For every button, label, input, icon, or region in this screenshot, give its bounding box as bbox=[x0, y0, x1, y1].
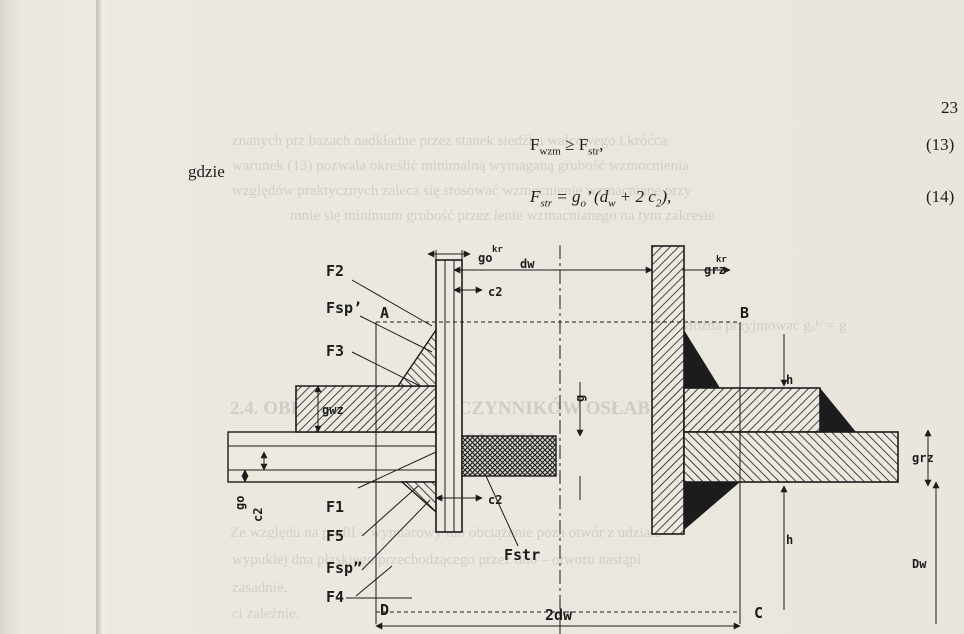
bleed-through-line: znanych prz bazach nadkładne przez stane… bbox=[232, 133, 668, 149]
left-reinforcement-pad bbox=[295, 385, 437, 433]
dim-grz-kr: grz bbox=[704, 263, 726, 277]
left-weld-bottom bbox=[400, 481, 437, 514]
dim-c2-top: c2 bbox=[488, 285, 502, 299]
right-shell bbox=[683, 431, 899, 483]
dim-c2-left: c2 bbox=[251, 508, 265, 522]
dim-dw: dw bbox=[520, 257, 535, 271]
dim-h-bottom: h bbox=[786, 533, 793, 547]
equation-13: Fwzm ≥ Fstr, bbox=[530, 135, 604, 158]
dim-Dw: Dw bbox=[912, 557, 927, 571]
bleed-through-line: względów praktycznych zaleca się stosowa… bbox=[232, 183, 692, 199]
equation-14: Fstr = go’ (dw + 2 c2), bbox=[530, 187, 672, 210]
bleed-through-line: ci zależnie. bbox=[232, 606, 300, 622]
dim-grz: grz bbox=[912, 451, 934, 465]
right-weld-pad bbox=[820, 388, 856, 432]
label-F5: F5 bbox=[326, 527, 344, 545]
dim-go: go bbox=[233, 496, 247, 510]
page-number: 23 bbox=[941, 98, 958, 117]
right-reinforcement-pad bbox=[683, 387, 821, 433]
label-Fstr: Fstr bbox=[504, 546, 540, 564]
bleed-through-line: warunek (13) pozwala określić minimalną … bbox=[232, 158, 689, 174]
nozzle-wall-left bbox=[435, 259, 463, 533]
dim-grz-kr-sup: kr bbox=[716, 255, 727, 265]
dimension-lines bbox=[241, 250, 940, 630]
page-spine-shadow bbox=[96, 0, 110, 634]
point-B: B bbox=[740, 304, 749, 322]
label-F2: F2 bbox=[326, 262, 344, 280]
bleed-through-line: Ze względu na profil – wymiarowy lub obc… bbox=[230, 525, 662, 541]
dim-2dw: 2dw bbox=[545, 606, 573, 624]
label-Fsp-double-prime: Fsp” bbox=[326, 559, 362, 577]
left-shell bbox=[227, 431, 437, 483]
label-F4: F4 bbox=[326, 588, 344, 606]
dim-g: g bbox=[573, 395, 587, 402]
dim-c2-bottom: c2 bbox=[488, 493, 502, 507]
label-Fsp-prime: Fsp’ bbox=[326, 299, 362, 317]
bleed-through-line: wypukłej dna płaskiego przechodzącego pr… bbox=[232, 552, 642, 568]
dim-h-top: h bbox=[786, 373, 793, 387]
right-weld-top bbox=[684, 330, 720, 388]
nozzle-wall-right bbox=[651, 245, 685, 535]
dim-gwz: gwz bbox=[322, 403, 344, 417]
dim-go-kr-sup: kr bbox=[492, 245, 503, 255]
where-word: gdzie bbox=[188, 162, 225, 181]
label-F1: F1 bbox=[326, 498, 344, 516]
label-F3: F3 bbox=[326, 342, 344, 360]
equation-number-13: (13) bbox=[926, 135, 955, 154]
point-A: A bbox=[380, 304, 389, 322]
equation-number-14: (14) bbox=[926, 187, 955, 206]
point-D: D bbox=[380, 601, 389, 619]
fstr-area bbox=[461, 435, 557, 477]
point-C: C bbox=[754, 604, 763, 622]
bleed-through-line: zasadnie. bbox=[232, 580, 288, 596]
bleed-through-line: mnie się minimum grubość przez lenie wzm… bbox=[290, 208, 715, 224]
right-weld-bottom bbox=[684, 482, 740, 530]
dim-go-kr: go bbox=[478, 251, 492, 265]
